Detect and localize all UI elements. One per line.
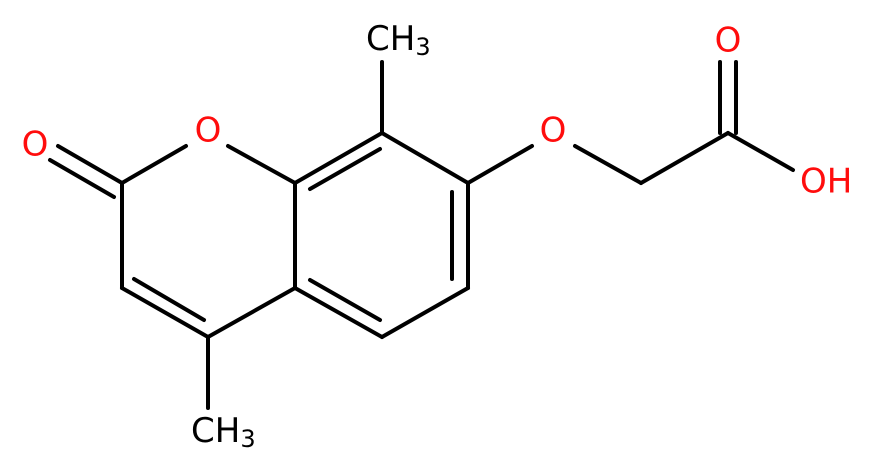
bond-c7-ether-o <box>466 144 534 185</box>
bond-c2-o-double-b <box>48 158 116 199</box>
ether-oxygen-label: O <box>540 111 567 151</box>
bond-c3-c4 <box>120 286 210 339</box>
bond-c3-c4-inner <box>132 277 206 322</box>
carbonyl-oxygen-label: O <box>22 125 49 165</box>
hydroxyl-label: OH <box>800 162 852 202</box>
bond-c8-c7 <box>380 131 470 185</box>
acid-carbonyl-oxygen-label: O <box>715 21 742 61</box>
bond-c8a-c8 <box>293 131 384 185</box>
bond-c5-c4a-inner <box>308 278 382 322</box>
bond-ch2-cooh <box>639 131 730 185</box>
bond-c5-c4a <box>293 286 384 339</box>
methyl-4-label: CH3 <box>191 411 256 454</box>
methyl-4-subscript: 3 <box>240 425 255 453</box>
methyl-8-main: CH <box>366 19 415 59</box>
bond-ether-o-ch2 <box>573 144 643 185</box>
bond-cooh-oh <box>726 131 795 172</box>
bond-c8a-c8-inner <box>308 147 382 191</box>
methyl-8-subscript: 3 <box>415 33 430 61</box>
bond-c4-c4a <box>206 286 297 339</box>
bond-c6-c5 <box>380 286 470 339</box>
bond-o1-c8a <box>226 144 297 185</box>
methyl-8-label: CH3 <box>366 19 431 62</box>
bond-c2-o1 <box>120 144 188 185</box>
methyl-4-main: CH <box>191 411 240 451</box>
ring-oxygen-label: O <box>195 111 222 151</box>
bond-c2-o-double-a <box>56 144 124 185</box>
